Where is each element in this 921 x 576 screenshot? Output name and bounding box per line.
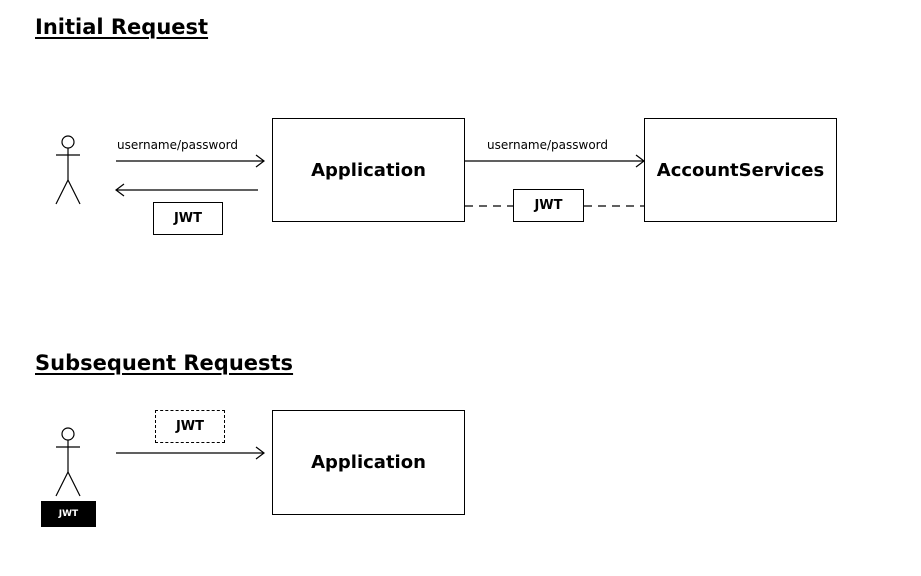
account-services-node: AccountServices (644, 118, 837, 222)
jwt-token-label: JWT (175, 419, 205, 434)
application-node-label: Application (311, 159, 426, 181)
jwt-stored-badge: JWT (41, 501, 96, 527)
credentials-label-service: username/password (487, 138, 609, 152)
jwt-token-issued: JWT (513, 189, 584, 222)
user-actor-with-token-icon (55, 427, 81, 497)
jwt-response-arrow (115, 183, 258, 197)
jwt-request-arrow (116, 446, 265, 460)
user-actor-icon (55, 135, 81, 205)
jwt-token-sent: JWT (155, 410, 225, 443)
credentials-label-client: username/password (117, 138, 239, 152)
jwt-token-label: JWT (173, 211, 203, 226)
section-title-subsequent-requests: Subsequent Requests (35, 351, 294, 375)
jwt-token-label: JWT (534, 198, 563, 213)
application-node-label: Application (311, 452, 426, 473)
credentials-forward-arrow (465, 154, 645, 168)
jwt-token-response: JWT (153, 202, 223, 235)
application-node: Application (272, 410, 465, 515)
application-node: Application (272, 118, 465, 222)
jwt-badge-label: JWT (58, 509, 79, 519)
credentials-request-arrow (116, 154, 265, 168)
section-title-initial-request: Initial Request (35, 15, 209, 39)
account-services-node-label: AccountServices (656, 159, 825, 181)
